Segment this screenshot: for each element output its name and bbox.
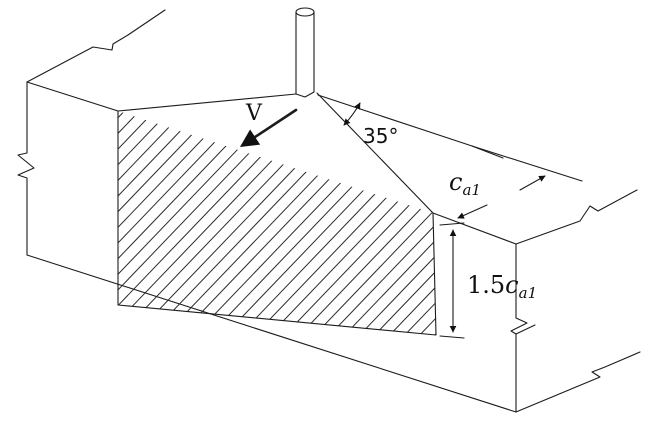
hatch-line (460, 100, 670, 340)
hatch-line (655, 100, 670, 340)
hatch-line (118, 111, 226, 335)
hatch-line (118, 111, 256, 335)
depth-dim-tick-top (439, 222, 465, 226)
anchor-rod-icon (295, 7, 315, 98)
hatch-line (118, 111, 211, 335)
hatch-line (294, 111, 436, 335)
hatch-line (580, 100, 670, 340)
hatch-line (0, 100, 90, 340)
depth-label: 1.5ca1 (467, 271, 537, 302)
hatch-line (118, 111, 301, 335)
hatch-line (118, 111, 346, 335)
hatch-line (264, 111, 436, 335)
right-break-bottom (515, 351, 641, 413)
hatch-line (118, 111, 166, 335)
hatch-line (354, 111, 436, 335)
hatch-line (118, 111, 286, 335)
hatch-line (535, 100, 670, 340)
edge-dim-arrow-top (519, 175, 546, 191)
hatch-line (309, 111, 436, 335)
hatch-line (490, 100, 670, 340)
breakout-top-right (316, 92, 434, 214)
shear-force-arrow-icon (239, 108, 298, 148)
hatch-line (369, 111, 436, 335)
hatch-line (118, 111, 151, 335)
hatch-line (118, 111, 271, 335)
hatch-line (0, 100, 45, 340)
hatch-line (414, 111, 436, 335)
hatch-line (0, 100, 60, 340)
breakout-face-outline (117, 110, 437, 336)
edge-dim-arrow-bottom (457, 204, 488, 219)
hatch-line (595, 100, 670, 340)
hatch-line (550, 100, 670, 340)
hatch-line (249, 111, 436, 335)
hatch-line (339, 111, 436, 335)
breakout-region (0, 92, 670, 340)
breakout-top-left (117, 93, 297, 112)
shear-force-label: V (245, 101, 263, 126)
left-vertical-edge (17, 81, 35, 256)
hatch-line (129, 111, 361, 335)
depth-dimension: 1.5ca1 (439, 222, 537, 339)
hatch-line (324, 111, 436, 335)
hatch-line (0, 100, 105, 340)
hatch-line (505, 100, 670, 340)
angle-label: 35° (363, 124, 398, 148)
hatch-line (520, 100, 670, 340)
hatch-line (144, 111, 376, 335)
front-vertical-edge (510, 243, 528, 413)
hatch-line (118, 111, 316, 335)
hatch-line (118, 111, 121, 335)
hatch-pattern (0, 100, 670, 340)
hatch-line (0, 100, 30, 340)
hatch-line (118, 111, 196, 335)
edge-dim-extension-1 (471, 145, 504, 159)
top-front-edge (432, 212, 517, 245)
bottom-edge (26, 254, 517, 413)
hatch-line (429, 111, 436, 335)
hatch-line (204, 111, 436, 335)
hatch-line (610, 100, 670, 340)
hatch-line (0, 100, 75, 340)
hatch-line (640, 100, 670, 340)
concrete-block (17, 9, 641, 413)
hatch-line (475, 100, 670, 340)
hatch-line (625, 100, 670, 340)
edge-distance-dimension: ca1 (449, 145, 546, 219)
hatch-line (118, 111, 136, 335)
hatch-line (118, 111, 181, 335)
hatch-line (445, 100, 670, 340)
depth-dim-tick-bottom (439, 335, 465, 339)
hatch-line (234, 111, 436, 335)
top-right-edge (26, 81, 119, 112)
edge-distance-label: ca1 (449, 168, 481, 199)
hatch-line (118, 111, 331, 335)
right-face-edge (515, 324, 536, 335)
hatch-line (399, 111, 436, 335)
top-back-edge (26, 9, 166, 83)
hatch-line (159, 111, 391, 335)
hatch-line (279, 111, 436, 335)
hatch-line (384, 111, 436, 335)
angle-arc (343, 102, 361, 126)
hatch-line (118, 111, 241, 335)
right-break-top (515, 189, 638, 245)
